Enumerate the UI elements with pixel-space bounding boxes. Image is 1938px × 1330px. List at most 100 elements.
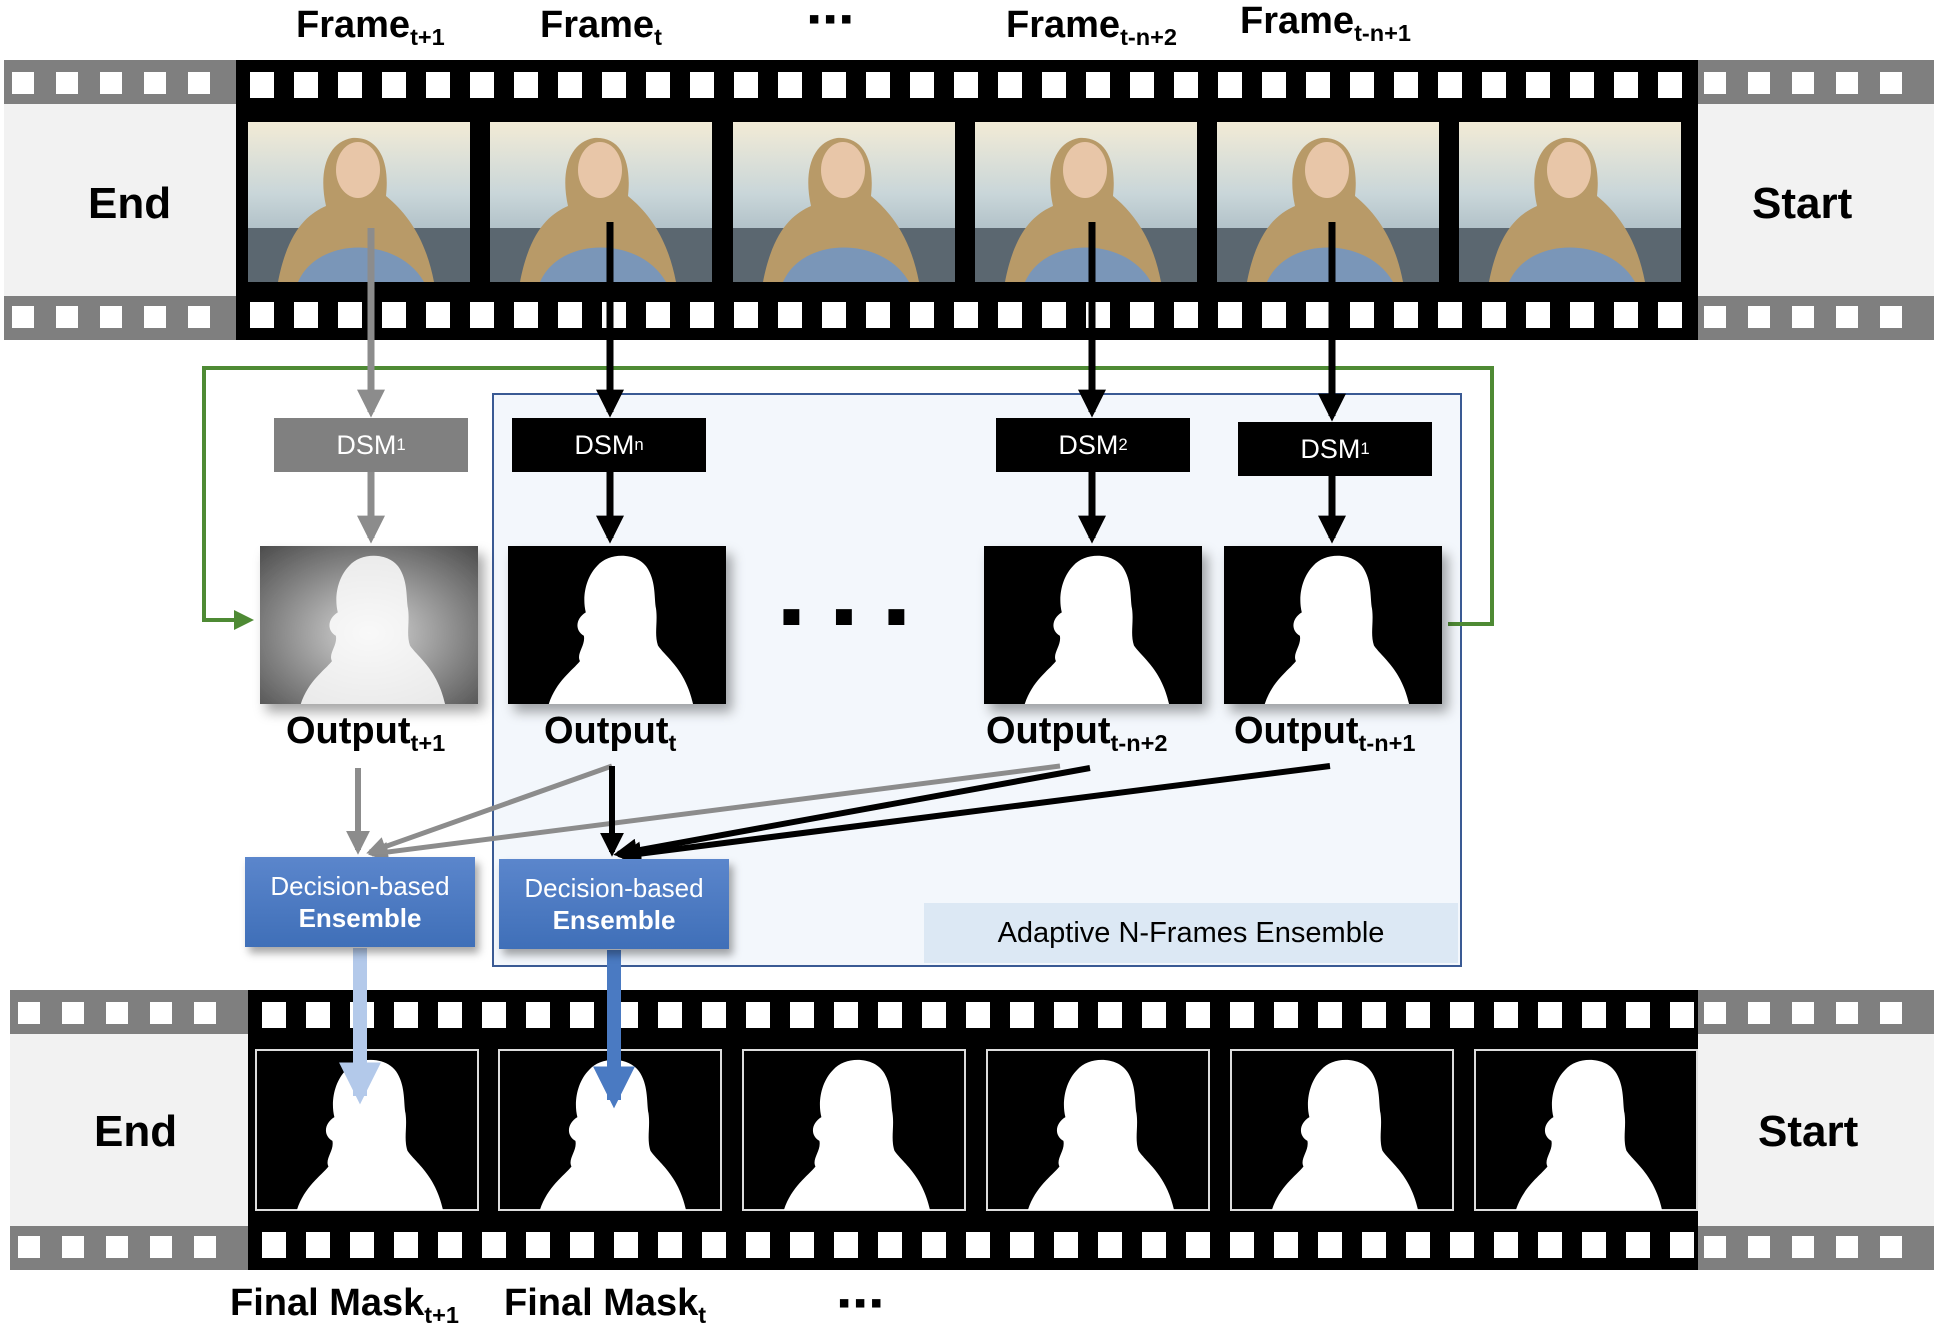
top-film-hole	[1482, 302, 1506, 328]
top-film-hole	[250, 302, 274, 328]
photo-frame	[1459, 122, 1681, 282]
frame-label-t-plus-1: Framet+1	[296, 4, 445, 51]
middle-ellipsis: ▪ ▪ ▪	[780, 579, 914, 651]
bottom-film-hole	[1010, 1232, 1034, 1258]
bottom-film-hole	[1538, 1232, 1562, 1258]
top-left-sprocket-hole	[100, 72, 122, 94]
final-mask-label-t: Final Maskt	[504, 1282, 707, 1329]
top-film-hole	[558, 302, 582, 328]
bottom-film-hole	[878, 1232, 902, 1258]
top-film-hole	[1394, 302, 1418, 328]
photo-hair	[1247, 137, 1403, 282]
bottom-film-hole	[1362, 1002, 1386, 1028]
bottom-film-hole	[614, 1232, 638, 1258]
top-film-band	[236, 60, 1698, 340]
photo-hair	[1489, 137, 1645, 282]
top-film-hole	[558, 72, 582, 98]
top-film-hole	[998, 72, 1022, 98]
top-film-hole	[954, 72, 978, 98]
top-film-hole	[382, 302, 406, 328]
output-label-t-n-plus-2: Outputt-n+2	[986, 710, 1168, 757]
photo-face	[1305, 142, 1349, 198]
top-film-hole	[1570, 302, 1594, 328]
bottom-right-leader-panel	[1696, 1034, 1934, 1226]
top-film-hole	[294, 302, 318, 328]
top-film-hole	[1614, 302, 1638, 328]
photo-face	[578, 142, 622, 198]
bottom-right-sprocket-hole	[1748, 1002, 1770, 1024]
bottom-start-label: Start	[1758, 1107, 1859, 1156]
bottom-left-sprocket-hole	[18, 1002, 40, 1024]
top-film-hole	[1526, 302, 1550, 328]
bottom-film-hole	[1626, 1232, 1650, 1258]
top-right-sprocket-hole	[1880, 72, 1902, 94]
bottom-film-hole	[1670, 1002, 1694, 1028]
output-masks-layer	[260, 546, 1442, 704]
bottom-film-hole	[394, 1232, 418, 1258]
output-label-t: Outputt	[544, 710, 677, 757]
bottom-film-hole	[1054, 1232, 1078, 1258]
bottom-ellipsis: ▪▪▪	[838, 1284, 887, 1322]
bottom-film-hole	[966, 1232, 990, 1258]
top-film-hole	[1262, 302, 1286, 328]
bottom-left-sprocket-hole	[150, 1002, 172, 1024]
bottom-right-sprocket-hole	[1880, 1002, 1902, 1024]
bottom-film-hole	[570, 1002, 594, 1028]
photo-shirt	[783, 247, 909, 282]
final-mask-frame	[1474, 1049, 1698, 1211]
top-film-hole	[778, 72, 802, 98]
output-to-ensemble-arrow	[368, 763, 1061, 862]
bottom-left-sprocket-hole	[194, 1236, 216, 1258]
bottom-film-hole	[482, 1002, 506, 1028]
bottom-right-sprocket-hole	[1880, 1236, 1902, 1258]
bottom-film-hole	[702, 1002, 726, 1028]
top-film-hole	[250, 72, 274, 98]
top-film-hole	[1130, 302, 1154, 328]
bottom-film-hole	[1626, 1002, 1650, 1028]
bottom-right-sprocket-hole	[1836, 1236, 1858, 1258]
top-left-sprocket-hole	[56, 306, 78, 328]
top-right-sprocket-hole	[1792, 306, 1814, 328]
bottom-film-hole	[1186, 1232, 1210, 1258]
output-to-ensemble-arrow	[617, 763, 1331, 866]
top-left-sprocket-hole	[12, 306, 34, 328]
top-film-hole	[998, 302, 1022, 328]
bottom-right-sprocket-hole	[1792, 1236, 1814, 1258]
feedback-loop-line	[202, 366, 1494, 630]
bottom-film-hole	[834, 1232, 858, 1258]
top-film-hole	[1174, 72, 1198, 98]
bottom-film-hole	[746, 1232, 770, 1258]
bottom-film-hole	[350, 1232, 374, 1258]
bottom-film-hole	[834, 1002, 858, 1028]
top-right-leader-panel	[1696, 104, 1934, 296]
photo-hair	[763, 137, 919, 282]
bottom-left-sprocket-hole	[106, 1002, 128, 1024]
top-film-hole	[1658, 302, 1682, 328]
top-film-hole	[1526, 72, 1550, 98]
bottom-film-hole	[1494, 1232, 1518, 1258]
bottom-film-hole	[1274, 1232, 1298, 1258]
top-film-hole	[1306, 72, 1330, 98]
bottom-left-leader-panel	[10, 1034, 250, 1226]
output-mask-2	[984, 546, 1202, 704]
top-film-hole	[866, 72, 890, 98]
bottom-left-sprocket-hole	[62, 1002, 84, 1024]
top-film-hole	[1614, 72, 1638, 98]
top-right-sprocket-hole	[1792, 72, 1814, 94]
bottom-film-hole	[1450, 1232, 1474, 1258]
photo-frame	[1217, 122, 1439, 282]
bottom-film-hole	[922, 1002, 946, 1028]
top-left-sprocket-hole	[188, 72, 210, 94]
bottom-film-hole	[1054, 1002, 1078, 1028]
output-label-t-plus-1: Outputt+1	[286, 710, 446, 757]
bottom-film-hole	[1230, 1002, 1254, 1028]
frame-label-t-n-plus-2: Framet-n+2	[1006, 4, 1177, 51]
top-film-hole	[602, 302, 626, 328]
bottom-film-hole	[746, 1002, 770, 1028]
bottom-film-hole	[1406, 1002, 1430, 1028]
bottom-film-hole	[1186, 1002, 1210, 1028]
